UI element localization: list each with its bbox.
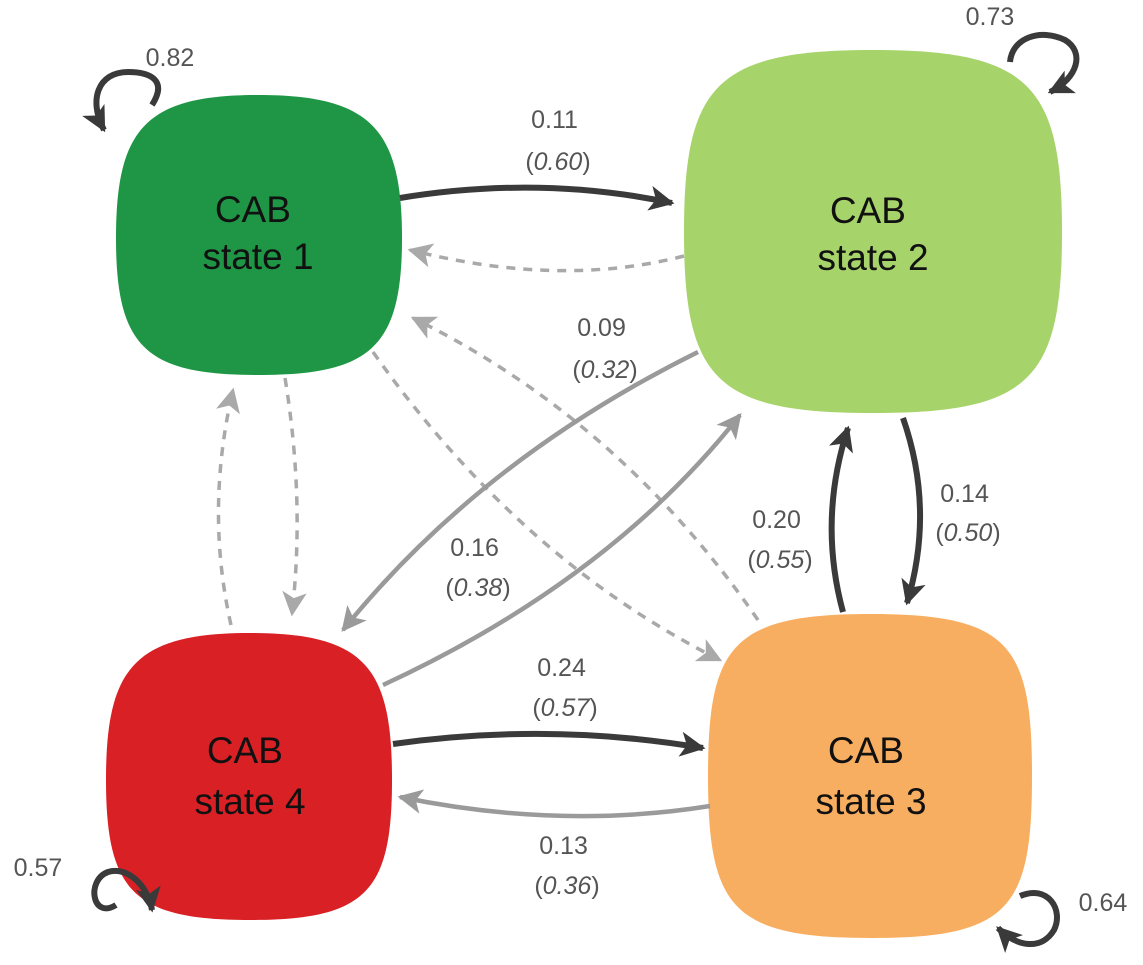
self-loop-s4 bbox=[91, 867, 161, 913]
state-1-node bbox=[116, 95, 402, 375]
state-2-node bbox=[684, 50, 1062, 413]
arrow-s2-to-s4 bbox=[341, 349, 699, 632]
arrow-s3-to-s2 bbox=[828, 425, 853, 613]
label-s1-to-s2: 0.11 (0.60) bbox=[525, 106, 590, 176]
state-2-label: CAB state 2 bbox=[817, 190, 928, 278]
label-s4-to-s3: 0.24 (0.57) bbox=[532, 654, 597, 722]
self-loop-s3-label: 0.64 bbox=[1079, 889, 1128, 917]
label-s4-to-s2: 0.16 (0.38) bbox=[445, 534, 510, 602]
self-loop-s3 bbox=[995, 890, 1060, 953]
arrow-s3-to-s4 bbox=[397, 789, 711, 819]
self-loop-s2 bbox=[1007, 31, 1080, 95]
dashed-arrow-s2-to-s1 bbox=[407, 243, 685, 273]
arrow-s4-to-s3 bbox=[392, 730, 706, 757]
label-s3-to-s4: 0.13 (0.36) bbox=[534, 832, 599, 900]
label-s2-to-s4: 0.09 (0.32) bbox=[572, 314, 637, 384]
arrow-s2-to-s3 bbox=[900, 417, 926, 606]
arrow-s4-to-s2 bbox=[382, 413, 742, 688]
dashed-arrow-s1-to-s3 bbox=[371, 350, 723, 662]
state-4-label: CAB state 4 bbox=[194, 730, 305, 822]
state-1-label: CAB state 1 bbox=[202, 189, 313, 277]
state-4-node bbox=[106, 633, 392, 920]
self-loop-s2-label: 0.73 bbox=[966, 3, 1015, 31]
dashed-arrow-s4-to-s1 bbox=[216, 387, 240, 626]
self-loop-s1 bbox=[82, 68, 161, 133]
label-s3-to-s2: 0.20 (0.55) bbox=[747, 506, 812, 574]
label-s2-to-s3: 0.14 (0.50) bbox=[935, 480, 1000, 547]
self-loop-s1-label: 0.82 bbox=[146, 44, 195, 72]
dashed-arrow-s1-to-s4 bbox=[282, 377, 307, 617]
state-3-label: CAB state 3 bbox=[815, 730, 926, 822]
state-3-node bbox=[708, 614, 1032, 938]
self-loop-s4-label: 0.57 bbox=[14, 854, 63, 882]
arrow-s1-to-s2 bbox=[399, 184, 675, 211]
